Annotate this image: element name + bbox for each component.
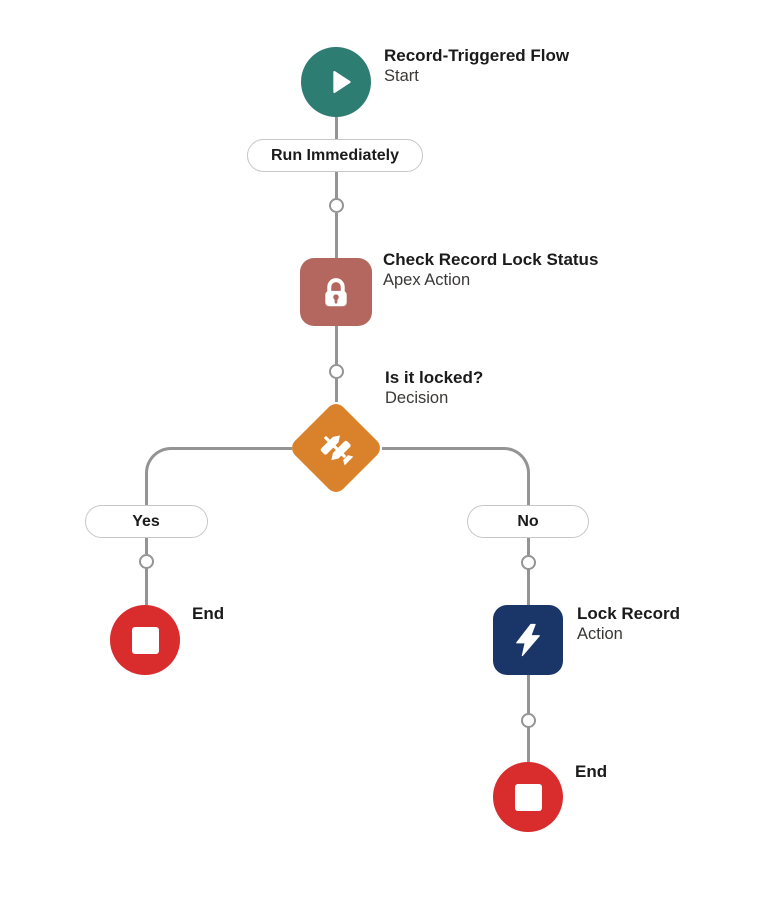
stop-icon	[131, 626, 159, 654]
node-subtitle: Apex Action	[383, 271, 471, 289]
node-subtitle: Decision	[385, 389, 449, 407]
apex-action-node[interactable]	[300, 258, 372, 326]
start-node[interactable]	[301, 47, 371, 117]
node-title: Is it locked?	[385, 368, 484, 387]
node-title: End	[575, 762, 608, 781]
node-title: Lock Record	[577, 604, 680, 623]
node-subtitle: Action	[577, 625, 623, 643]
connector-line	[334, 378, 338, 402]
decision-node-label: Is it locked? Decision	[385, 367, 483, 409]
connector-line	[144, 568, 148, 605]
pill-label: Run Immediately	[270, 146, 400, 164]
connector-line	[334, 326, 338, 364]
no-branch-pill[interactable]: No	[467, 505, 589, 538]
add-element-button[interactable]	[520, 713, 536, 728]
lock-record-action-node[interactable]	[493, 605, 563, 675]
end-node-no[interactable]	[493, 762, 563, 832]
end-node-yes[interactable]	[110, 605, 180, 675]
node-title: Check Record Lock Status	[383, 250, 599, 269]
connector-line	[334, 117, 338, 139]
connector-line	[526, 538, 530, 555]
connector-line	[526, 675, 530, 713]
signpost-icon	[315, 427, 357, 469]
node-title: Record-Triggered Flow	[384, 46, 570, 65]
stop-icon	[514, 783, 542, 811]
pill-label: Yes	[132, 512, 160, 530]
play-icon	[323, 66, 355, 98]
lock-icon	[317, 273, 355, 311]
yes-branch-pill[interactable]: Yes	[84, 505, 208, 538]
flash-icon	[511, 623, 545, 657]
connector-line	[334, 172, 338, 199]
add-element-button[interactable]	[329, 364, 344, 379]
connector-line	[526, 727, 530, 762]
node-title: End	[192, 604, 225, 623]
add-element-button[interactable]	[520, 555, 536, 570]
no-branch-connector	[381, 446, 530, 506]
yes-branch-connector	[144, 446, 292, 506]
add-element-button[interactable]	[329, 198, 344, 213]
end-node-yes-label: End	[192, 603, 224, 624]
add-element-button[interactable]	[138, 554, 154, 569]
start-node-label: Record-Triggered Flow Start	[384, 45, 569, 87]
node-subtitle: Start	[384, 67, 419, 85]
connector-line	[334, 213, 338, 258]
connector-line	[526, 569, 530, 605]
action-node-label: Lock Record Action	[577, 603, 680, 645]
run-immediately-pill[interactable]: Run Immediately	[247, 139, 423, 172]
apex-node-label: Check Record Lock Status Apex Action	[383, 249, 598, 291]
connector-line	[144, 538, 148, 554]
decision-node[interactable]	[287, 399, 385, 497]
pill-label: No	[517, 512, 539, 530]
end-node-no-label: End	[575, 761, 607, 782]
